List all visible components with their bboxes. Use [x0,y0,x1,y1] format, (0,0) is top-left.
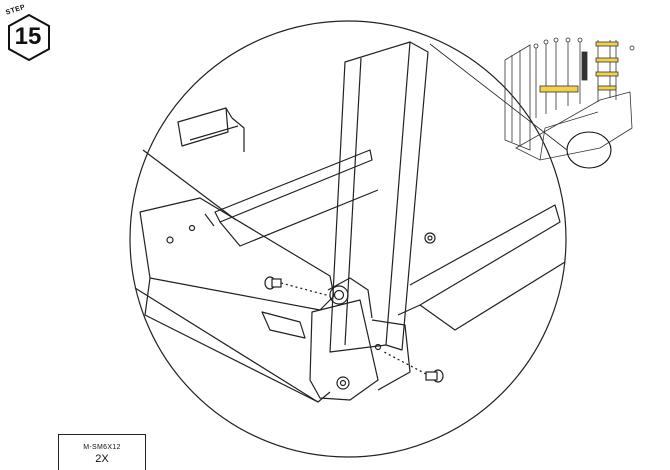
highlight-part [597,85,617,91]
part-code: M-SM6X12 [83,444,121,451]
insertion-line [383,351,427,375]
highlight-part [539,85,579,93]
insertion-line [280,282,331,297]
highlight-part [595,41,619,47]
bolt-icon [425,369,444,383]
detail-view [129,20,567,458]
highlight-part [595,57,619,63]
highlight-part [595,71,619,77]
step-number: 15 [14,23,42,50]
detail-circle [129,20,567,458]
hardware-callouts [264,276,444,383]
overview-thumbnail [429,37,635,169]
part-quantity: 2X [95,453,109,465]
step-badge: STEP 15 [5,4,53,62]
zoom-connector [429,43,568,151]
bolt-icon [264,276,282,290]
hexagon-icon [8,13,50,62]
hardware-label-box: M-SM6X12 2X [58,434,146,470]
